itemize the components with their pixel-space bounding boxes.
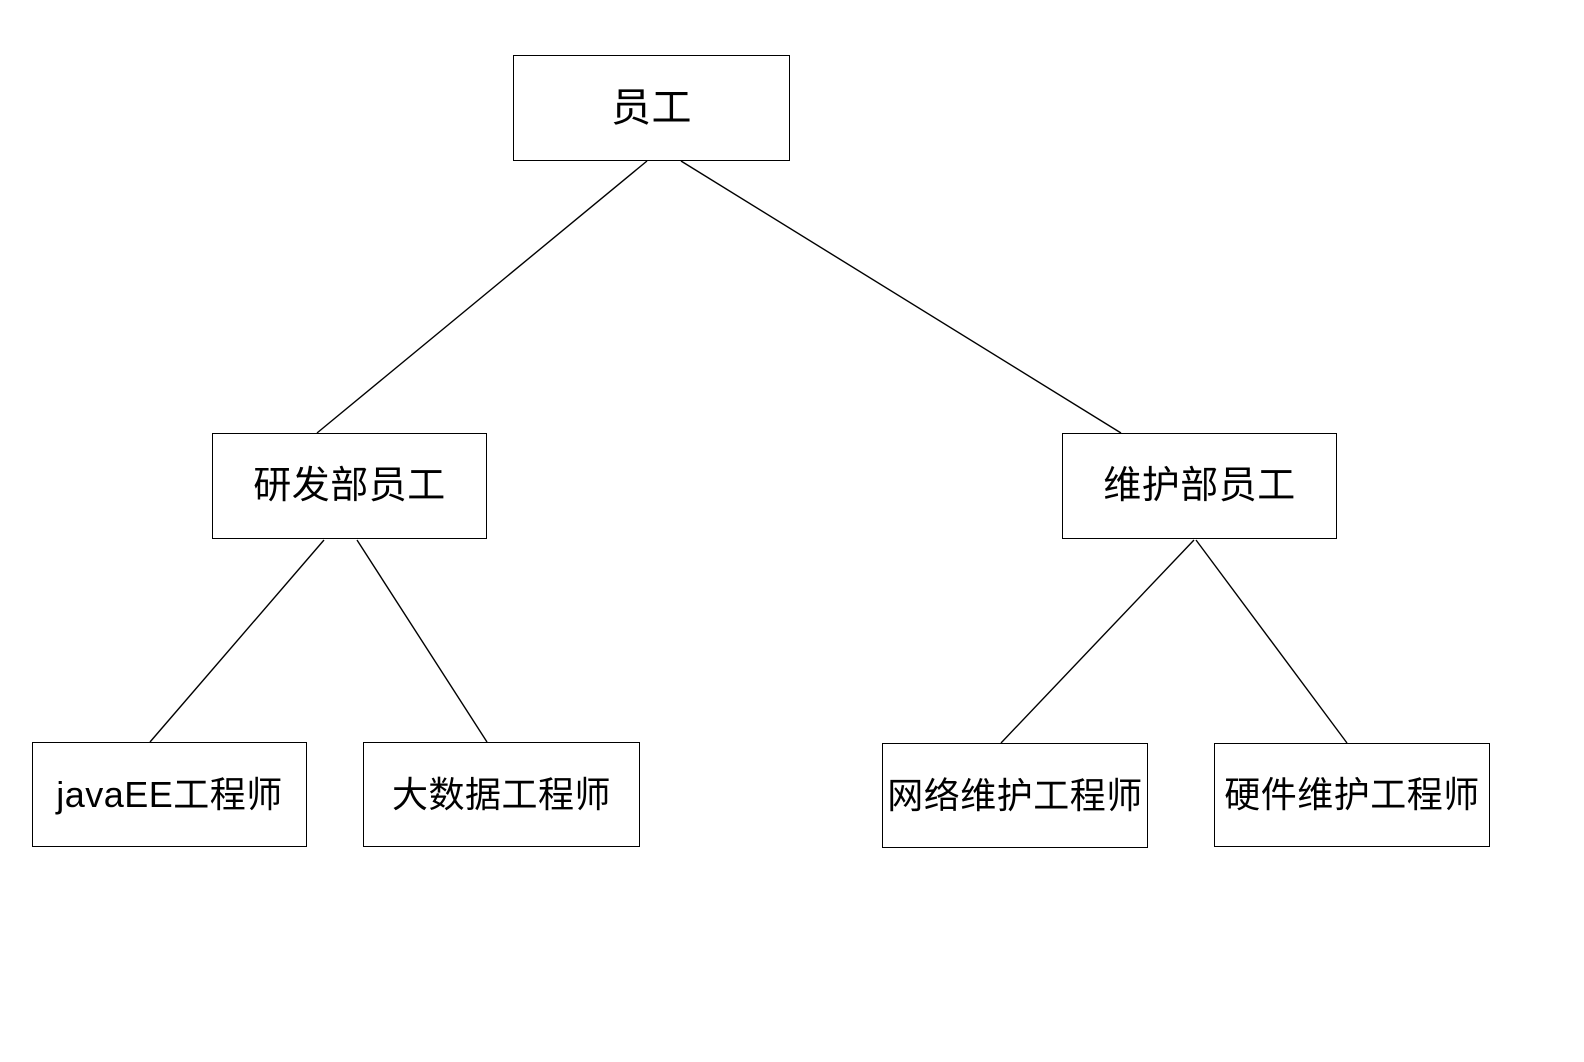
node-network-maintenance-engineer-label: 网络维护工程师 <box>887 774 1143 816</box>
node-hardware-maintenance-engineer-label: 硬件维护工程师 <box>1224 774 1480 815</box>
node-rd-department-employee[interactable]: 研发部员工 <box>212 433 487 539</box>
node-javaee-engineer[interactable]: javaEE工程师 <box>32 742 307 847</box>
node-employee[interactable]: 员工 <box>513 55 790 161</box>
node-rd-department-employee-label: 研发部员工 <box>253 465 446 507</box>
edge-root-to-maint <box>680 160 1122 434</box>
edge-root-to-rd <box>316 160 648 434</box>
node-hardware-maintenance-engineer[interactable]: 硬件维护工程师 <box>1214 743 1490 847</box>
node-bigdata-engineer-label: 大数据工程师 <box>391 773 611 815</box>
node-employee-label: 员工 <box>611 86 692 130</box>
edge-maint-to-hardware <box>1195 539 1348 744</box>
node-bigdata-engineer[interactable]: 大数据工程师 <box>363 742 640 847</box>
edge-maint-to-network <box>1000 539 1195 744</box>
edge-rd-to-bigdata <box>356 539 488 743</box>
edge-rd-to-javaee <box>149 539 325 743</box>
node-javaee-engineer-label: javaEE工程师 <box>56 773 283 815</box>
node-maintenance-department-employee-label: 维护部员工 <box>1103 465 1296 507</box>
node-network-maintenance-engineer[interactable]: 网络维护工程师 <box>882 743 1148 848</box>
node-maintenance-department-employee[interactable]: 维护部员工 <box>1062 433 1337 539</box>
